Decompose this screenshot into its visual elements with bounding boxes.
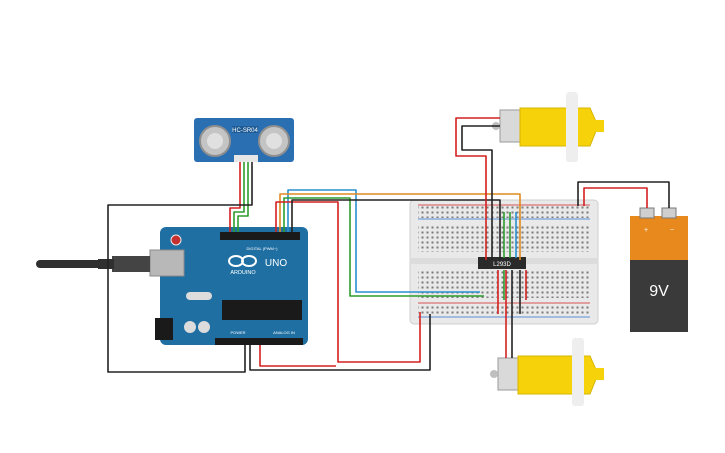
digital-header: [220, 232, 300, 240]
power-label: POWER: [230, 330, 245, 335]
battery-minus-label: −: [670, 227, 674, 234]
sensor-label: HC-SR04: [232, 128, 258, 134]
reset-button-icon: [170, 234, 182, 246]
crystal-icon: [186, 292, 212, 300]
wire-arduino-gnd: [249, 314, 431, 371]
battery-voltage-label: 9V: [649, 283, 669, 300]
wire-sensor-gnd: [107, 162, 253, 373]
wire-arduino-black: [291, 199, 501, 260]
power-jack: [155, 318, 173, 340]
ic-label: L293D: [493, 262, 511, 268]
battery-9v: + − 9V: [630, 207, 688, 332]
wire-arduino-5v: [259, 345, 336, 367]
wire-sensor-echo: [237, 162, 249, 232]
gear-motor-bottom: [490, 338, 604, 406]
wire-arduino-red: [275, 201, 421, 363]
usb-port: [149, 249, 185, 277]
analog-label: ANALOG IN: [273, 330, 295, 335]
microcontroller-chip: [222, 300, 302, 320]
wire-battery-positive: [583, 187, 648, 208]
wire-battery-negative: [577, 181, 670, 208]
battery-plus-label: +: [644, 227, 648, 234]
analog-header: [215, 338, 303, 345]
wire-arduino-blue: [287, 189, 480, 293]
usb-cable: [36, 256, 150, 272]
arduino-infinity-logo-icon: [228, 255, 257, 267]
wire-motor-top-red: [455, 117, 500, 260]
ultrasonic-sensor: HC-SR04: [194, 118, 294, 162]
arduino-logo-text: ARDUINO: [230, 270, 256, 276]
digital-label: DIGITAL (PWM~): [247, 246, 279, 251]
capacitor-icon: [198, 321, 210, 333]
arduino-uno: ARDUINO UNO DIGITAL (PWM~) POWER ANALOG …: [149, 227, 308, 345]
gear-motor-top: [492, 92, 604, 162]
arduino-model-label: UNO: [265, 258, 287, 269]
capacitor-icon: [184, 321, 196, 333]
wire-arduino-green: [283, 197, 484, 297]
wire-sensor-vcc: [229, 162, 241, 232]
wire-sensor-trig: [233, 162, 245, 232]
wires: [107, 117, 670, 373]
motor-driver-ic: L293D: [478, 257, 526, 269]
wire-arduino-orange: [279, 193, 521, 260]
wire-motor-top-black: [461, 125, 500, 260]
